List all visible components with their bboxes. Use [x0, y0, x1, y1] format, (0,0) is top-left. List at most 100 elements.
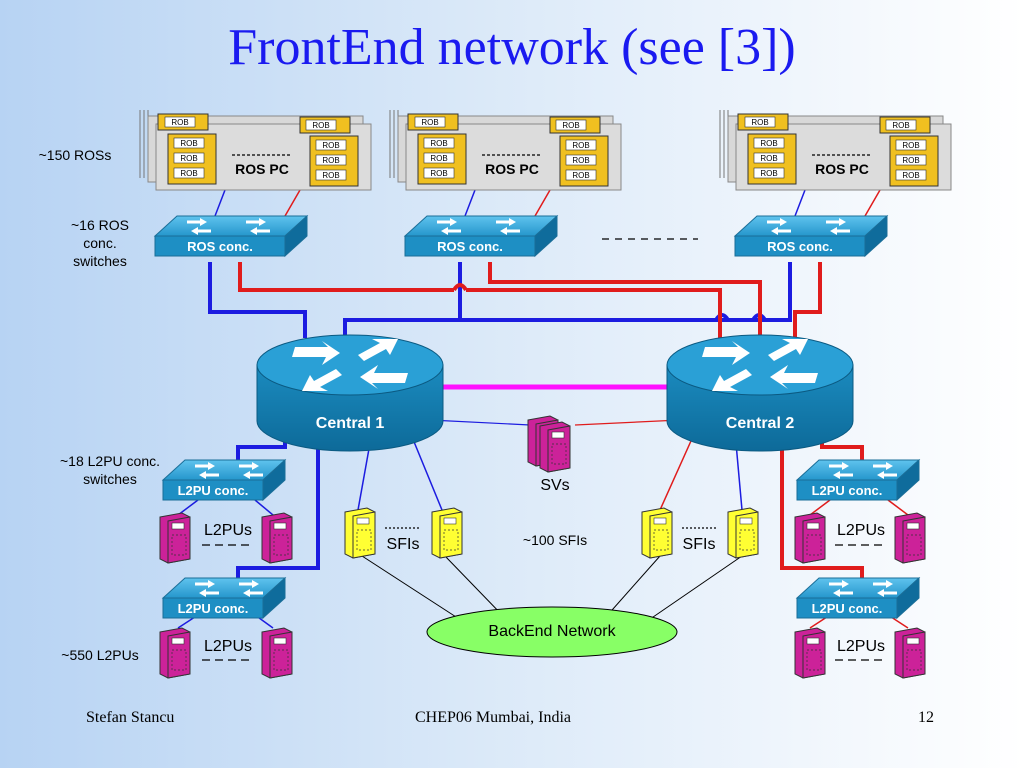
arrow-icon [712, 369, 752, 391]
arrow-icon [302, 369, 342, 391]
rob-label: ROB [180, 169, 197, 178]
rob-label: ROB [902, 156, 919, 165]
rob-label: ROB [562, 121, 579, 130]
ros-count-label: ~150 ROSs [38, 147, 112, 163]
rob-label: ROB [312, 121, 329, 130]
page-title: FrontEnd network (see [3]) [228, 19, 796, 76]
arrow-icon [768, 339, 808, 361]
switch-label: L2PU conc. [812, 601, 883, 616]
rob-label: ROB [760, 139, 777, 148]
arrow-icon [358, 339, 398, 361]
switch-label: L2PU conc. [178, 483, 249, 498]
l2pu-conc-switch-right-bottom: L2PU conc. [795, 576, 921, 620]
switch-label: L2PU conc. [178, 601, 249, 616]
sfi-server-icon [431, 507, 463, 559]
l2pu-server-icon [261, 627, 293, 679]
rob-label: ROB [760, 154, 777, 163]
rob-label: ROB [572, 171, 589, 180]
sfis-label-right: SFIs [682, 536, 716, 553]
switch-label: ROS conc. [437, 239, 503, 254]
sfi-server-icon [641, 507, 673, 559]
l2pu-conc-switch-left-top: L2PU conc. [161, 458, 287, 502]
ros-conc-switch-3: ROS conc. [733, 214, 889, 258]
l2pus-label-right-top: L2PUs [836, 522, 886, 539]
l2pus-label-left-top: L2PUs [203, 522, 253, 539]
arrow-icon [770, 365, 818, 389]
ros-pc-group-3: ROB ROB ROB ROB ROB ROB ROB ROB ROS PC [719, 110, 952, 191]
arrow-icon [360, 365, 408, 389]
rob-label: ROB [322, 171, 339, 180]
l2pu-conc-switches: L2PU conc. L2PU conc. L2PU conc. L2PU conc. [161, 458, 921, 620]
rob-label: ROB [572, 156, 589, 165]
footer-author: Stefan Stancu [86, 709, 175, 726]
rob-label: ROB [892, 121, 909, 130]
sfi-server-icon [727, 507, 759, 559]
backend-network-node [426, 606, 678, 658]
rob-label: ROB [180, 139, 197, 148]
switch-label: ROS conc. [767, 239, 833, 254]
l2pu-server-icon [894, 627, 926, 679]
links [177, 189, 909, 629]
rob-label: ROB [180, 154, 197, 163]
ros-pc-label: ROS PC [235, 161, 289, 177]
rob-label: ROB [322, 156, 339, 165]
l2pu-server-icon [794, 627, 826, 679]
l2pu-switch-count-label: ~18 L2PU conc. switches [60, 453, 161, 487]
switch-top [153, 215, 309, 237]
router-top [666, 334, 854, 396]
l2pus-label-left-bottom: L2PUs [203, 638, 253, 655]
rob-label: ROB [751, 118, 768, 127]
l2pu-server-icon [159, 627, 191, 679]
ros-pc-label: ROS PC [815, 161, 869, 177]
switch-front [796, 479, 898, 501]
rob-label: ROB [171, 118, 188, 127]
router-label: Central 2 [726, 415, 795, 432]
switch-top [733, 215, 889, 237]
switch-top [403, 215, 559, 237]
ros-switch-count-label: ~16 ROS conc. switches [71, 217, 129, 269]
arrow-icon [702, 341, 750, 365]
switch-label: ROS conc. [187, 239, 253, 254]
switch-front [796, 597, 898, 619]
rob-label: ROB [902, 171, 919, 180]
footer-venue: CHEP06 Mumbai, India [415, 709, 571, 726]
ellipsis-dashes [202, 238, 885, 661]
arrow-icon [292, 341, 340, 365]
svs-label: SVs [540, 477, 570, 494]
switch-front [734, 235, 866, 257]
rob-label: ROB [421, 118, 438, 127]
ros-conc-switch-1: ROS conc. [153, 214, 309, 258]
l2pu-count-label: ~550 L2PUs [61, 647, 139, 663]
rob-label: ROB [760, 169, 777, 178]
sv-server-icon [539, 421, 571, 473]
l2pu-server-icon [261, 512, 293, 564]
rob-label: ROB [902, 141, 919, 150]
l2pu-conc-switch-left-bottom: L2PU conc. [161, 576, 287, 620]
ros-conc-switch-2: ROS conc. [403, 214, 559, 258]
central-1-router: Central 1 [256, 334, 444, 452]
switch-front [162, 479, 264, 501]
router-top [256, 334, 444, 396]
sfi-server-icon [344, 507, 376, 559]
switch-label: L2PU conc. [812, 483, 883, 498]
footer-page-number: 12 [918, 709, 934, 726]
l2pu-server-icon [794, 512, 826, 564]
sfis-label-left: SFIs [386, 536, 420, 553]
rob-label: ROB [430, 139, 447, 148]
sfi-count-label: ~100 SFIs [522, 532, 588, 548]
l2pu-conc-switch-right-top: L2PU conc. [795, 458, 921, 502]
rob-label: ROB [572, 141, 589, 150]
central-routers: Central 1 Central 2 [256, 334, 854, 452]
central-2-router: Central 2 [666, 334, 854, 452]
rob-label: ROB [430, 169, 447, 178]
switch-front [154, 235, 286, 257]
servers [159, 415, 926, 679]
l2pu-server-icon [159, 512, 191, 564]
l2pus-label-right-bottom: L2PUs [836, 638, 886, 655]
l2pu-server-icon [894, 512, 926, 564]
